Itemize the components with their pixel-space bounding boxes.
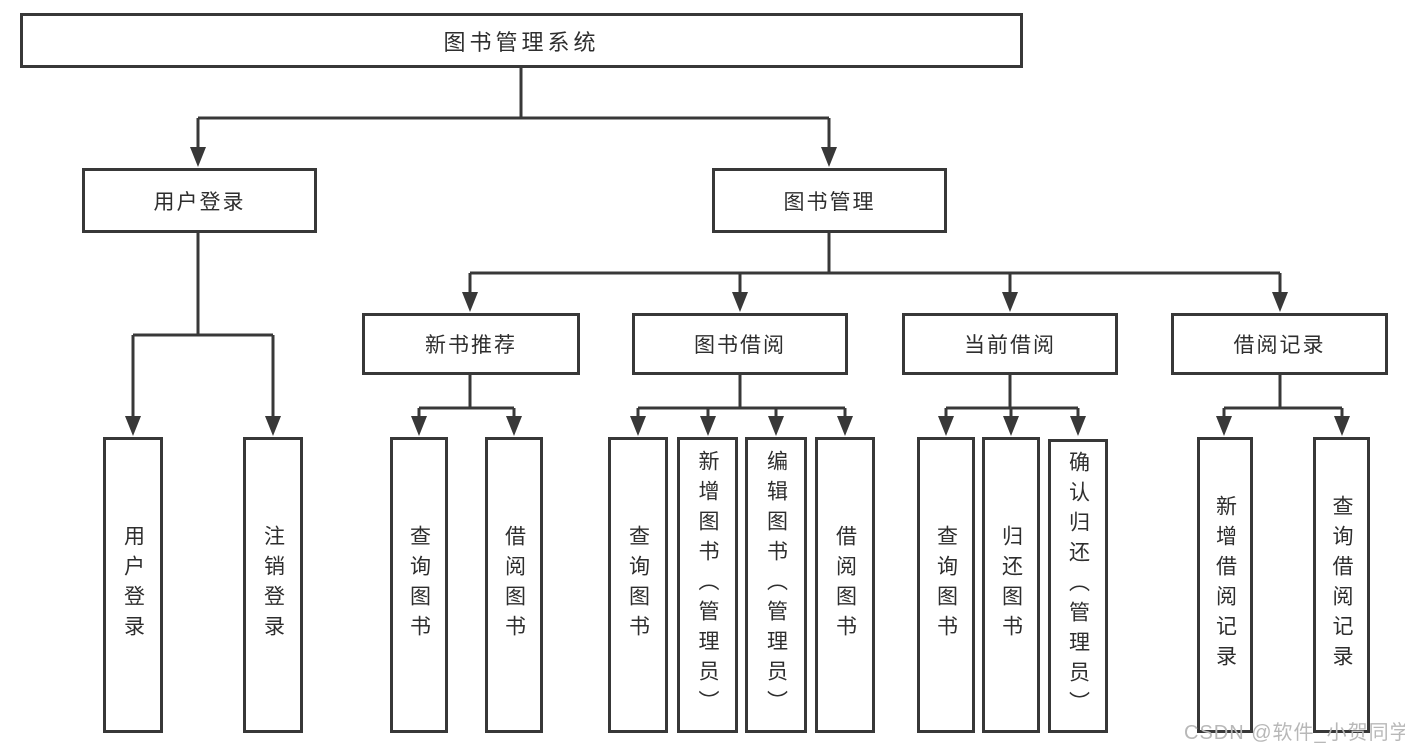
node-book-management-label: 图书管理 [783,190,876,214]
node-user-login: 用户登录 [82,168,317,233]
node-borrowing-records-label: 借阅记录 [1233,334,1326,357]
node-logout-label: 注销登录 [261,525,285,645]
node-borrow-books-label: 借阅图书 [833,525,857,645]
connector-current-borrowing-subtree [944,375,1080,420]
node-new-book-recommendation: 新书推荐 [362,313,580,375]
connector-root-to-level2 [196,68,831,151]
node-current-borrowing-label: 当前借阅 [964,334,1056,357]
node-new-book-recommendation-label: 新书推荐 [425,334,517,357]
node-query-books-current-label: 查询图书 [934,525,958,645]
node-book-management: 图书管理 [712,168,947,233]
node-book-borrowing: 图书借阅 [632,313,848,375]
node-add-borrow-record-label: 新增借阅记录 [1213,495,1237,675]
node-query-books-borrow: 查询图书 [608,437,668,733]
node-library-system-label: 图书管理系统 [443,29,600,55]
node-borrow-books: 借阅图书 [815,437,875,733]
node-query-books-borrow-label: 查询图书 [626,525,650,645]
connector-book-borrowing-subtree [636,375,847,420]
node-add-borrow-record: 新增借阅记录 [1197,437,1253,733]
node-return-books: 归还图书 [982,437,1040,733]
node-borrowing-records: 借阅记录 [1171,313,1388,375]
node-user-login-label: 用户登录 [153,190,246,214]
connector-user-login-subtree [131,233,275,420]
node-current-borrowing: 当前借阅 [902,313,1118,375]
node-edit-books-admin: 编辑图书（管理员） [745,437,807,733]
node-confirm-return-admin: 确认归还（管理员） [1048,439,1108,733]
node-add-books-admin-label: 新增图书（管理员） [696,450,719,720]
node-query-books-current: 查询图书 [917,437,975,733]
node-query-borrow-record-label: 查询借阅记录 [1330,495,1353,675]
node-return-books-label: 归还图书 [999,525,1023,645]
node-query-borrow-record: 查询借阅记录 [1313,437,1370,733]
csdn-watermark: CSDN @软件_小贺同学 [1184,722,1405,744]
node-book-borrowing-label: 图书借阅 [694,334,786,357]
node-add-books-admin: 新增图书（管理员） [677,437,738,733]
node-borrow-books-newrec-label: 借阅图书 [502,525,526,645]
connector-borrowing-records-subtree [1222,375,1344,420]
node-confirm-return-admin-label: 确认归还（管理员） [1066,451,1090,721]
connector-book-management-rail [468,233,1282,296]
node-library-system: 图书管理系统 [20,13,1023,68]
node-user-login-leaf: 用户登录 [103,437,163,733]
connector-new-book-subtree [417,375,516,420]
node-query-books-newrec-label: 查询图书 [407,525,431,645]
node-query-books-newrec: 查询图书 [390,437,448,733]
node-user-login-leaf-label: 用户登录 [121,525,145,645]
arrowheads [125,147,1350,436]
node-borrow-books-newrec: 借阅图书 [485,437,543,733]
node-logout: 注销登录 [243,437,303,733]
node-edit-books-admin-label: 编辑图书（管理员） [764,450,788,720]
